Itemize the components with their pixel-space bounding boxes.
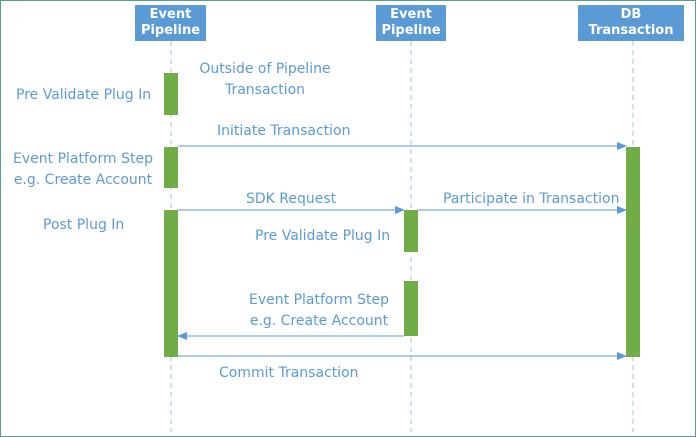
label-pre-validate-left: Pre Validate Plug In (16, 87, 152, 103)
lane-header-line2: Transaction (588, 23, 674, 38)
activation-post-plug-in (164, 210, 178, 357)
label-pre-validate-middle: Pre Validate Plug In (255, 228, 391, 244)
lane-header-line2: Pipeline (381, 23, 441, 38)
lane-header-line1: Event (149, 7, 192, 22)
label-event-platform-step-middle-line1: Event Platform Step (249, 292, 389, 308)
activation-pre-validate-left (164, 73, 178, 115)
label-event-platform-step-left: Event Platform Step e.g. Create Account (8, 149, 158, 191)
label-event-platform-step-middle-line2: e.g. Create Account (249, 313, 389, 329)
label-participate-in-transaction: Participate in Transaction (443, 191, 620, 207)
label-event-platform-step-left-line2: e.g. Create Account (13, 172, 153, 188)
activation-db-transaction (626, 147, 640, 357)
activation-pre-validate-middle (404, 210, 418, 252)
note-outside-line2: Transaction (224, 82, 306, 98)
note-outside-of-pipeline: Outside of Pipeline Transaction (188, 59, 342, 101)
activation-event-platform-step-left (164, 147, 178, 188)
label-commit-transaction: Commit Transaction (219, 365, 359, 381)
activation-event-platform-step-middle (404, 281, 418, 336)
label-event-platform-step-middle: Event Platform Step e.g. Create Account (243, 290, 395, 332)
label-event-platform-step-left-line1: Event Platform Step (13, 151, 153, 167)
label-initiate-transaction: Initiate Transaction (217, 123, 351, 139)
lane-header-event-pipeline-1: Event Pipeline (135, 5, 206, 41)
label-sdk-request: SDK Request (246, 191, 337, 207)
label-post-plug-in: Post Plug In (43, 217, 125, 233)
lane-header-line2: Pipeline (140, 23, 201, 38)
note-outside-line1: Outside of Pipeline (199, 61, 331, 77)
lane-header-event-pipeline-2: Event Pipeline (376, 5, 446, 41)
lane-header-line1: Event (390, 7, 432, 22)
lane-header-db-transaction: DB Transaction (578, 5, 684, 41)
lane-header-line1: DB (620, 7, 642, 22)
